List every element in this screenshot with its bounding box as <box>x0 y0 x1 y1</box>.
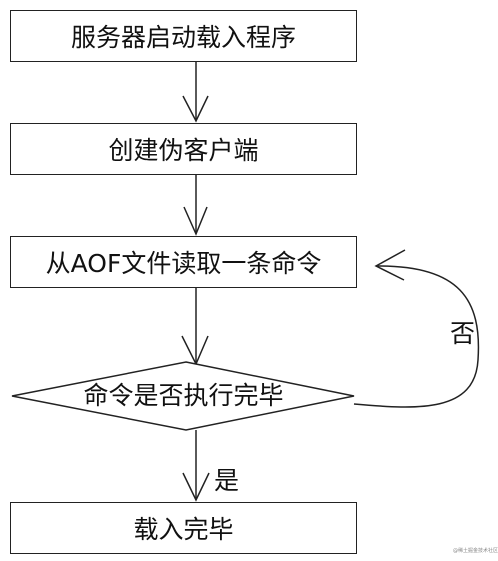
node-server-start-label: 服务器启动载入程序 <box>70 23 296 52</box>
node-load-complete: 载入完毕 <box>10 502 357 554</box>
arrow-loop-no <box>353 265 480 408</box>
edge-label-yes: 是 <box>214 466 240 495</box>
arrow-client-to-read-head <box>183 206 208 236</box>
node-read-command: 从AOF文件读取一条命令 <box>10 236 357 288</box>
decision-diamond <box>11 361 355 431</box>
watermark-text: @稀土掘金技术社区 <box>453 548 498 554</box>
arrow-start-to-client-head <box>182 95 209 123</box>
arrow-read-to-decision-head <box>181 335 209 366</box>
arrow-loop-no-head <box>374 249 406 281</box>
node-create-fake-client: 创建伪客户端 <box>10 123 357 175</box>
node-load-complete-label: 载入完毕 <box>133 515 234 544</box>
node-read-command-label: 从AOF文件读取一条命令 <box>45 249 322 278</box>
node-decision-label: 命令是否执行完毕 <box>83 381 284 410</box>
edge-label-no: 否 <box>450 319 476 348</box>
arrow-decision-to-done-head <box>182 472 210 502</box>
node-server-start: 服务器启动载入程序 <box>10 10 357 62</box>
node-create-fake-client-label: 创建伪客户端 <box>108 136 259 165</box>
